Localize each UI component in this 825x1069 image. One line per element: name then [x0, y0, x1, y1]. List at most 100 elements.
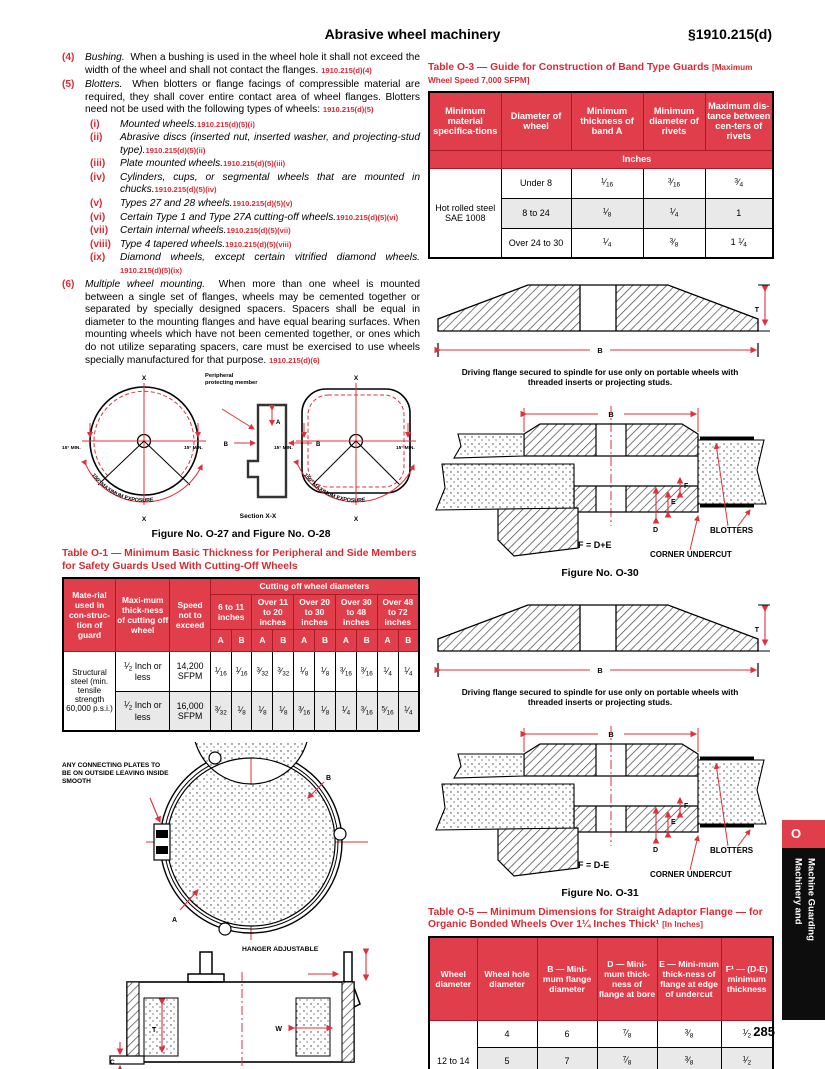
svg-text:F: F: [684, 803, 689, 810]
cfr-reference: 1910.215(d)(5)(v): [232, 199, 293, 209]
cell: 1 1⁄4: [704, 227, 774, 259]
list-item: (v)Types 27 and 28 wheels.1910.215(d)(5)…: [88, 198, 420, 211]
sub-header: B: [397, 628, 420, 652]
item-text: Type 4 tapered wheels.: [120, 238, 226, 250]
cell: 3⁄4: [704, 167, 774, 199]
cell: 1⁄8: [314, 650, 336, 692]
units-header: Inches: [500, 149, 774, 169]
corner-undercut-label: CORNER UNDERCUT: [650, 869, 732, 879]
empty-header-cell: [428, 149, 502, 169]
svg-text:W: W: [275, 1026, 282, 1033]
list-item: (viii)Type 4 tapered wheels.1910.215(d)(…: [88, 239, 420, 252]
cell: 1⁄8: [293, 650, 316, 692]
col-header: D — Mini-mum thick-ness of flange at bor…: [596, 936, 658, 1022]
sub-header: A: [376, 628, 399, 652]
cell: 4: [476, 1020, 538, 1049]
material-cell: Hot rolled steel SAE 1008: [428, 167, 502, 259]
svg-text:Section X-X: Section X-X: [240, 513, 277, 520]
sub-header: A: [334, 628, 357, 652]
svg-text:15° MIN.: 15° MIN.: [184, 445, 203, 451]
table-row: Structural steel (min. tensile strength …: [62, 650, 420, 732]
cell: 1⁄4: [334, 690, 357, 732]
table-o3: Minimum material specifica-tions Diamete…: [428, 91, 774, 260]
cfr-reference: 1910.215(d)(5)(ix): [120, 265, 183, 275]
item-number: (viii): [90, 238, 111, 250]
driving-flange-caption: Driving flange secured to spindle for us…: [461, 367, 739, 388]
list-item: (ix)Diamond wheels, except certain vitri…: [88, 252, 420, 277]
wheel-ring: A B: [146, 667, 368, 941]
col-header: Maxi-mum thick-ness of cutting off wheel: [114, 577, 171, 652]
wheel-cross-section-drawing: T B: [434, 284, 770, 358]
material-cell: 12 to 14: [428, 1020, 478, 1069]
defined-term: Bushing.: [85, 52, 125, 63]
table-o1-title: Table O-1 — Minimum Basic Thickness for …: [62, 548, 417, 572]
svg-text:B: B: [326, 775, 331, 782]
figure-o29-ring: A B ANY CONNECTING PLATES TO BE ON OUTSI…: [62, 667, 420, 942]
list-item: (ii)Abrasive discs (inserted nut, insert…: [88, 132, 420, 157]
col-header: Mate-rial used in con-struc-tion of guar…: [62, 577, 116, 652]
cell: 1⁄16: [230, 650, 253, 692]
cell: 3⁄16: [334, 650, 357, 692]
svg-text:X: X: [142, 516, 147, 523]
svg-text:D: D: [653, 527, 658, 534]
list-item: (i) Mounted wheels.1910.215(d)(5)(i): [88, 119, 420, 132]
paragraph-4: (4)Bushing. When a bushing is used in th…: [62, 52, 420, 77]
list-item: (iii)Plate mounted wheels.1910.215(d)(5)…: [88, 158, 420, 171]
figure-o30-caption: Figure No. O-30: [561, 567, 639, 579]
table-title-note: [Maximum Wheel Speed 7,000 SFPM]: [428, 63, 753, 85]
figure-o31-caption: Figure No. O-31: [561, 887, 639, 899]
item-text: Mounted wheels.: [120, 118, 198, 130]
cell: 3⁄16: [355, 650, 378, 692]
svg-text:B: B: [597, 666, 602, 675]
item-text: Diamond wheels, except certain vitrified…: [120, 252, 420, 264]
svg-text:C: C: [110, 1059, 115, 1066]
chapter-label-line1: Machinery and: [792, 858, 804, 925]
svg-text:F: F: [684, 483, 689, 490]
table-title-text: Table O-3 — Guide for Construction of Ba…: [428, 62, 710, 73]
cfr-reference: 1910.215(d)(5)(ii): [145, 145, 206, 155]
cell: 3⁄8: [656, 1020, 722, 1049]
sub-header: B: [314, 628, 336, 652]
figure-o30: B D E F: [428, 400, 772, 568]
cell: 3⁄32: [209, 690, 232, 732]
chapter-label-line2: Machine Guarding: [805, 858, 817, 941]
cfr-reference: 1910.215(d)(6): [269, 355, 320, 365]
figure-o29-side: T W C HANGER ADJUSTABLE: [62, 946, 420, 1069]
cfr-reference: 1910.215(d)(5)(i): [197, 119, 255, 129]
connecting-plates-note: ANY CONNECTING PLATES TO BE ON OUTSIDE L…: [62, 762, 169, 785]
cell: 3⁄32: [272, 650, 295, 692]
list-item: (iv)Cylinders, cups, or segmental wheels…: [88, 172, 420, 197]
svg-text:E: E: [671, 819, 676, 826]
cfr-reference: 1910.215(d)(4): [321, 65, 372, 75]
cell: 7⁄8: [596, 1047, 658, 1069]
group-header: Over 30 to 48 inches: [334, 593, 378, 630]
cell: 3⁄16: [293, 690, 316, 732]
cfr-reference: 1910.215(d)(5)(vi): [336, 212, 399, 222]
figure-o27-o28-caption: Figure No. O-27 and Figure No. O-28: [151, 529, 331, 541]
svg-text:T: T: [755, 307, 760, 314]
item-number: (i): [90, 118, 100, 130]
spanner-header: Cutting off wheel diameters: [209, 577, 420, 595]
col-header: Diameter of wheel: [500, 91, 572, 151]
svg-text:T: T: [755, 627, 760, 634]
cell: 1⁄4: [376, 650, 399, 692]
defined-term: Multiple wheel mounting.: [85, 279, 206, 291]
wheel-cross-section-1: T B: [428, 269, 772, 365]
paragraph-number: (6): [62, 279, 75, 291]
col-header: B — Mini-mum flange diameter: [536, 936, 598, 1022]
sub-header: B: [272, 628, 295, 652]
sub-header: A: [251, 628, 274, 652]
table-title-text: Table O-5 — Minimum Dimensions for Strai…: [428, 906, 763, 931]
svg-text:15° MIN.: 15° MIN.: [274, 445, 293, 451]
svg-text:B: B: [224, 442, 229, 448]
table-o1: Mate-rial used in con-struc-tion of guar…: [62, 577, 420, 733]
sub-header: B: [230, 628, 253, 652]
group-header: Over 48 to 72 inches: [376, 593, 420, 630]
item-number: (vi): [90, 211, 106, 223]
guard-square-o28: X X 15° MIN. 15° MIN. 150° MAXIMUM EXPOS…: [274, 375, 416, 523]
cfr-reference: 1910.215(d)(5): [322, 105, 374, 115]
table-row: 1⁄2 Inch or less 16,000 SFPM 3⁄32 1⁄8 1⁄…: [63, 690, 420, 732]
wheel-cross-section-2: T B: [428, 589, 772, 685]
list-item: (vi)Certain Type 1 and Type 27A cutting-…: [88, 212, 420, 225]
cell: 8 to 24: [500, 197, 572, 229]
